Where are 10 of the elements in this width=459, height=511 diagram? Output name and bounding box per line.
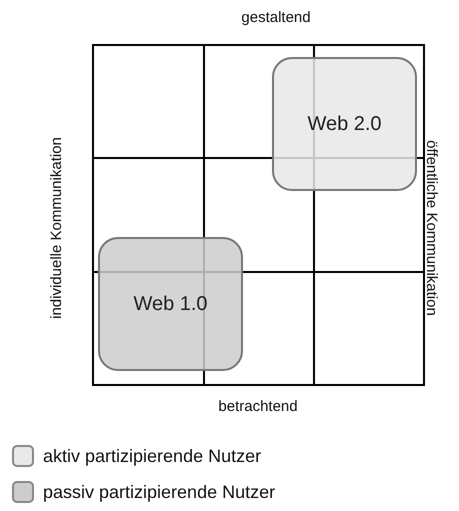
legend-text: aktiv partizipierende Nutzer [43, 446, 262, 466]
legend-text: passiv partizipierende Nutzer [43, 482, 276, 502]
axis-label: öffentliche Kommunikation [424, 140, 439, 316]
axis-label: gestaltend [241, 10, 311, 25]
box-label: Web 2.0 [307, 112, 382, 136]
box-label: Web 1.0 [133, 292, 208, 316]
axis-label: individuelle Kommunikation [49, 137, 64, 319]
rounded-box [272, 57, 417, 191]
rounded-box [98, 237, 243, 371]
axis-label: betrachtend [218, 399, 298, 414]
